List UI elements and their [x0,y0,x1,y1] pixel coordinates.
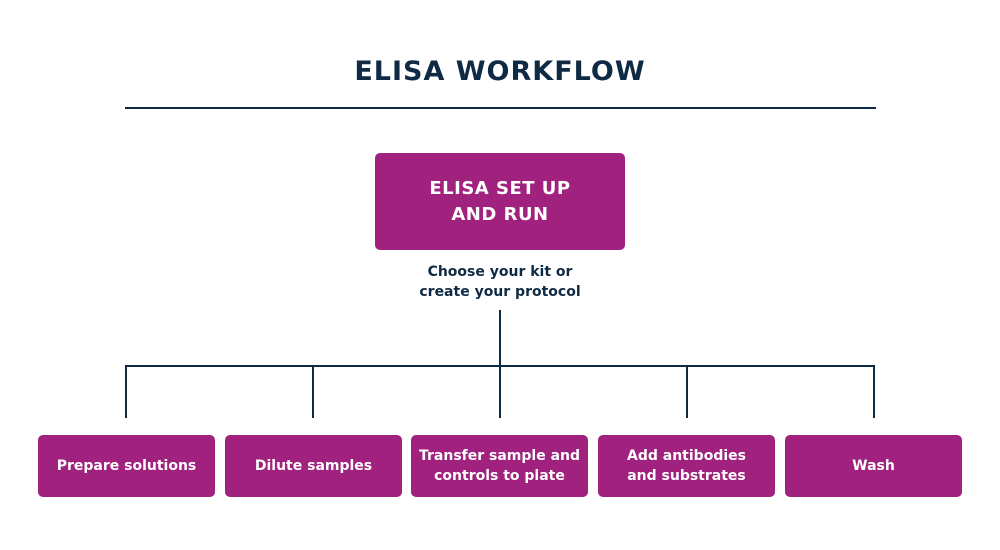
page-title: ELISA WORKFLOW [354,56,646,87]
main-step-subtitle: Choose your kit or create your protocol [419,264,581,300]
step-label: Prepare solutions [56,458,197,474]
step-box-add-antibodies: Add antibodies and substrates [598,435,775,497]
main-step-label: ELISA SET UP AND RUN [429,177,571,225]
step-box-prepare-solutions: Prepare solutions [38,435,215,497]
step-label: Transfer sample and controls to plate [418,448,581,484]
step-label: Add antibodies and substrates [627,448,746,484]
title-divider [125,107,876,109]
step-label: Wash [852,458,895,474]
step-label: Dilute samples [254,458,373,474]
step-box-wash: Wash [785,435,962,497]
main-step-box: ELISA SET UP AND RUN [375,153,625,250]
step-box-transfer-sample: Transfer sample and controls to plate [411,435,588,497]
step-box-dilute-samples: Dilute samples [225,435,402,497]
